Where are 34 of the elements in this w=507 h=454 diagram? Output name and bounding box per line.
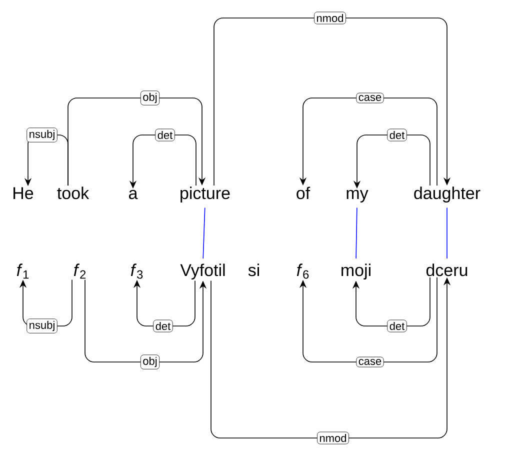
edge-label: nmod: [314, 12, 346, 24]
word: f$_{3}$: [130, 264, 143, 279]
edge-label: nsubj: [26, 318, 58, 334]
arc-arrow: [352, 276, 430, 326]
word: moji: [342, 264, 370, 280]
edge-label: case: [356, 356, 384, 368]
word: took: [57, 186, 90, 200]
edge-label: det: [155, 128, 175, 142]
edge-label: nmod: [317, 432, 349, 444]
word: a: [129, 190, 138, 200]
edge-label: nsubj: [26, 128, 58, 142]
word: dceru: [426, 264, 468, 276]
alignment-line: [446, 207, 448, 259]
edge-label: case: [356, 92, 384, 104]
alignment-line: [356, 207, 358, 259]
word: of: [296, 186, 310, 200]
word: f$_{1}$: [16, 264, 29, 279]
word: He: [14, 187, 34, 200]
word: picture: [180, 186, 230, 203]
arc-arrow: [68, 98, 206, 186]
edge-label: det: [387, 320, 407, 332]
edge-label: obj: [140, 90, 160, 106]
word: my: [346, 190, 368, 203]
word: Vyfotil: [180, 264, 225, 280]
arc-arrow: [299, 276, 438, 362]
edge-label: det: [153, 320, 173, 332]
alignment-line: [202, 207, 206, 259]
edge-label: det: [387, 128, 407, 142]
word: si: [248, 264, 259, 276]
arc-arrow: [214, 18, 451, 186]
word: daughter: [414, 186, 480, 203]
word: f$_{6}$: [296, 264, 309, 279]
edge-label: obj: [140, 354, 160, 370]
word: f$_{2}$: [74, 264, 86, 279]
